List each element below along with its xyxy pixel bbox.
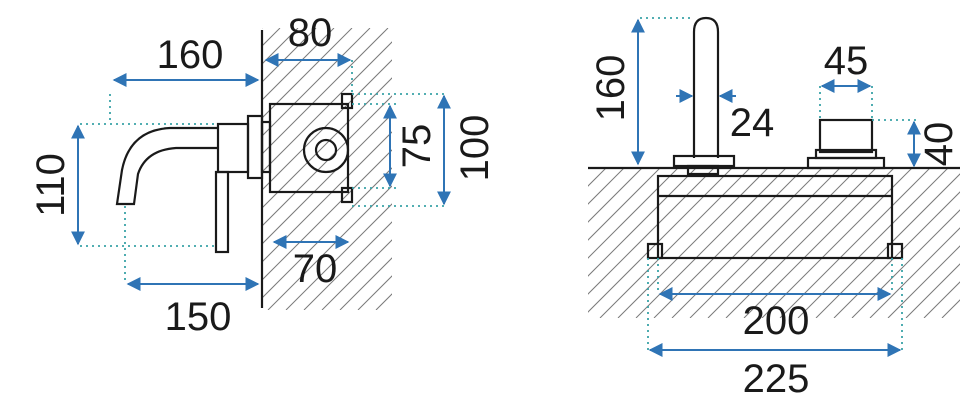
hatch-line [707,168,859,318]
hatch-line [588,168,607,187]
dim-plate-width: 225 [743,357,810,401]
hatch-line [303,221,392,310]
hatch-line [262,131,392,263]
side-faucet-outline [115,92,354,254]
hatch-line [262,28,317,83]
hatch-line [262,59,392,191]
dim-spout-height: 110 [29,153,73,217]
dim-spout-reach: 150 [165,295,232,339]
hatch-line [588,168,589,169]
hatch-line [262,28,353,119]
hatch-line [905,263,960,318]
dim-wall-depth: 80 [288,11,333,55]
hatch-line [779,168,931,318]
dim-body-depth: 70 [293,247,338,291]
hatch-line [588,168,679,259]
hatch-line [689,168,841,318]
hatch-line [262,149,392,281]
hatch-line [887,245,960,318]
front-dimension-lines [631,18,921,357]
dim-handle-diameter: 45 [824,39,869,83]
hatch-line [262,28,335,101]
hatch-line [339,257,392,310]
hatch-line [671,168,823,318]
hatch-line [743,168,895,318]
hatch-line [321,239,392,310]
dim-spout-diameter: 24 [730,101,775,145]
hatch-line [588,168,643,223]
side-extension-lines [80,60,446,284]
hatch-line [588,168,715,295]
hatch-line [923,281,960,318]
front-faucet-outline [646,16,904,260]
dim-body-width: 200 [743,299,810,343]
hatch-line [262,41,392,173]
side-dimension-lines [71,53,451,291]
hatch-line [588,168,625,205]
dim-handle-height: 40 [917,122,961,167]
front-view: 160 24 45 40 200 225 [588,16,961,401]
hatch-line [653,168,805,318]
dim-spout-length: 160 [157,33,224,77]
hatch-line [725,168,877,318]
hatch-line [869,227,960,318]
hatch-line [797,168,949,318]
hatch-line [599,168,751,318]
hatch-line [262,28,389,155]
dim-front-spout-height: 160 [589,55,633,122]
side-view: 160 80 110 75 100 70 150 [29,11,497,339]
hatch-line [617,168,769,318]
hatch-line [267,185,392,310]
hatch-line [588,168,661,241]
hatch-line [262,77,392,209]
dim-body-height: 75 [395,124,439,169]
hatch-line [588,168,697,277]
front-extension-lines [640,17,916,350]
dim-plate-height: 100 [453,115,497,182]
hatch-line [285,203,392,310]
hatch-line [262,28,371,137]
hatch-line [262,95,392,227]
